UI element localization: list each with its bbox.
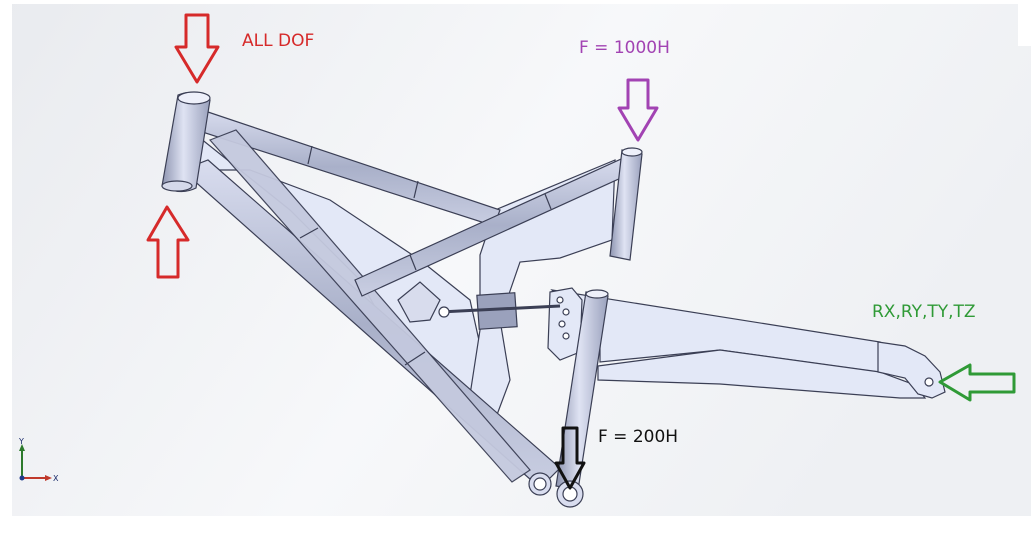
head-tube-top-cap [177, 91, 211, 105]
tube-seam-4 [544, 193, 552, 210]
swingarm-lower-stay [597, 349, 927, 399]
all-dof-arrow-down [174, 13, 220, 84]
shock-mount-bracket [397, 281, 441, 323]
inner-brace-tube [208, 129, 531, 483]
shock-absorber-rod [439, 304, 561, 314]
top-white-strip [0, 0, 1031, 4]
rocker-pivot-hole-4 [562, 332, 570, 340]
rocker-pivot-hole-3 [558, 320, 566, 328]
rear-axle-hole [924, 377, 934, 387]
axis-triad [19, 444, 52, 481]
seat-tube-top-cap [621, 147, 643, 157]
axis-y-label: Y [19, 437, 24, 446]
rocker-pivot-hole-2 [562, 308, 570, 316]
frame-tubes [161, 91, 643, 508]
axis-origin [19, 475, 25, 481]
force-1000-label: F = 1000H [579, 38, 670, 58]
top-right-white-strip [1018, 0, 1031, 46]
tube-seam-3 [409, 254, 417, 271]
tube-seam-6 [404, 351, 426, 366]
constraint-label: RX,RY,TY,TZ [872, 302, 976, 322]
shock-front-eyelet [438, 306, 450, 318]
axis-x-label: X [53, 474, 59, 483]
tube-seam-5 [299, 227, 319, 239]
force-200-label: F = 200H [598, 427, 679, 447]
seat-stay-top-cap [585, 289, 609, 299]
bottom-bracket-hole [533, 477, 547, 491]
tube-seam-2 [413, 180, 419, 199]
axis-x-arrowhead [45, 475, 52, 481]
force-1000-arrow [617, 78, 659, 142]
top-left-white-panel [0, 0, 12, 538]
all-dof-label: ALL DOF [242, 31, 315, 51]
all-dof-arrow-up [146, 205, 190, 279]
rocker-pivot-hole-1 [556, 296, 564, 304]
head-tube-bottom-cap [161, 180, 193, 192]
force-200-arrow [554, 426, 586, 490]
bottom-white-strip [0, 516, 1031, 538]
constraint-green-arrow [938, 363, 1016, 402]
tube-seam-1 [307, 145, 313, 165]
axis-y-arrowhead [19, 444, 25, 451]
